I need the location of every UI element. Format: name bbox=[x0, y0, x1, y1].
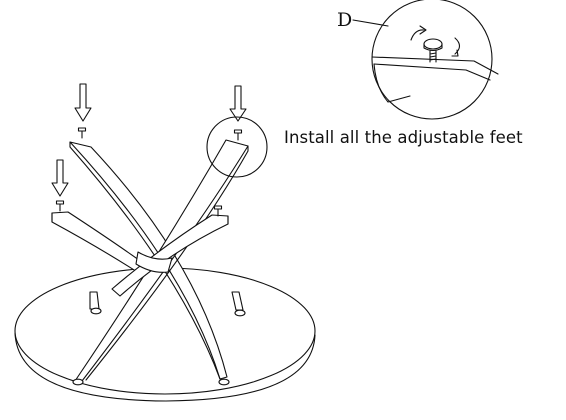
callout-label-d: D bbox=[337, 9, 353, 31]
table-top bbox=[14, 267, 316, 395]
table-top-edge bbox=[14, 332, 316, 402]
detail-magnified-view bbox=[352, 0, 499, 120]
foot-pads bbox=[72, 307, 246, 386]
rotate-arrow-icon bbox=[410, 25, 461, 57]
detail-marker-circle bbox=[206, 116, 268, 178]
adjustable-foot-icon bbox=[55, 127, 243, 217]
down-arrow-icon bbox=[51, 83, 247, 197]
center-cross bbox=[135, 251, 173, 273]
leg-top-left bbox=[69, 141, 228, 380]
leg-right-bar bbox=[111, 214, 229, 297]
leg-front-left bbox=[51, 211, 151, 276]
instruction-caption: Install all the adjustable feet bbox=[284, 128, 523, 147]
